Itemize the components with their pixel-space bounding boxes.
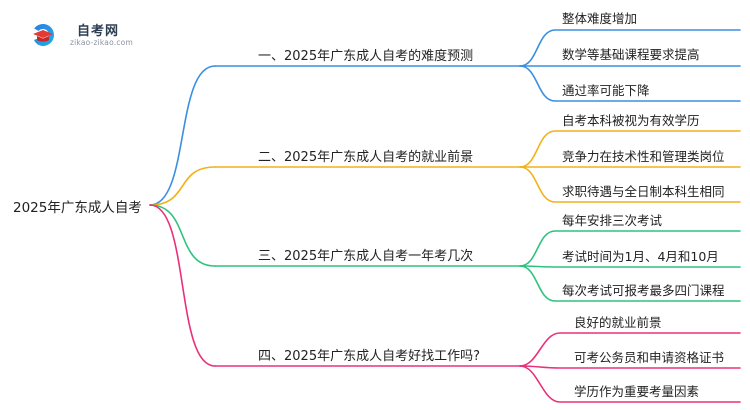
leaf-node-4-1[interactable]: 良好的就业前景: [574, 315, 662, 330]
branch-node-3[interactable]: 三、2025年广东成人自考一年考几次: [258, 249, 474, 264]
leaf-node-3-3[interactable]: 每次考试可报考最多四门课程: [562, 283, 725, 298]
connector-leaf-2-3: [519, 166, 741, 203]
leaf-node-2-1[interactable]: 自考本科被视为有效学历: [562, 113, 700, 128]
logo-url: zikao-zikao.com: [70, 38, 133, 47]
branch-node-2[interactable]: 二、2025年广东成人自考的就业前景: [258, 150, 474, 165]
branch-node-1[interactable]: 一、2025年广东成人自考的难度预测: [258, 49, 474, 64]
leaf-node-3-1[interactable]: 每年安排三次考试: [562, 213, 663, 228]
leaf-node-2-2[interactable]: 竞争力在技术性和管理类岗位: [562, 149, 725, 164]
site-logo[interactable]: 自考网 zikao-zikao.com: [30, 19, 180, 53]
leaf-node-1-3[interactable]: 通过率可能下降: [562, 83, 650, 98]
connector-leaf-3-2: [519, 265, 741, 268]
connector-leaf-2-1: [519, 130, 741, 168]
logo-title: 自考网: [77, 24, 120, 39]
branch-node-4[interactable]: 四、2025年广东成人自考好找工作吗?: [258, 349, 480, 364]
root-node[interactable]: 2025年广东成人自考: [13, 200, 142, 216]
leaf-node-4-2[interactable]: 可考公务员和申请资格证书: [574, 350, 725, 365]
connector-root-branch-4: [149, 204, 216, 367]
connector-leaf-4-3: [519, 365, 741, 403]
connector-leaf-4-1: [519, 332, 741, 367]
connector-root-branch-1: [149, 65, 216, 206]
leaf-node-1-1[interactable]: 整体难度增加: [562, 11, 638, 26]
connector-leaf-1-1: [519, 29, 741, 67]
connector-root-branch-3: [149, 204, 216, 267]
connector-leaf-3-3: [519, 265, 741, 302]
connector-root-branch-2: [149, 166, 216, 206]
connector-leaf-3-1: [519, 230, 741, 267]
leaf-node-2-3[interactable]: 求职待遇与全日制本科生相同: [562, 184, 725, 199]
connector-leaf-1-3: [519, 65, 741, 102]
leaf-node-1-2[interactable]: 数学等基础课程要求提高: [562, 47, 700, 62]
leaf-node-3-2[interactable]: 考试时间为1月、4月和10月: [562, 249, 719, 264]
leaf-node-4-3[interactable]: 学历作为重要考量因素: [574, 384, 700, 399]
graduation-cap-icon: [33, 24, 54, 46]
connector-leaf-4-2: [519, 365, 741, 369]
